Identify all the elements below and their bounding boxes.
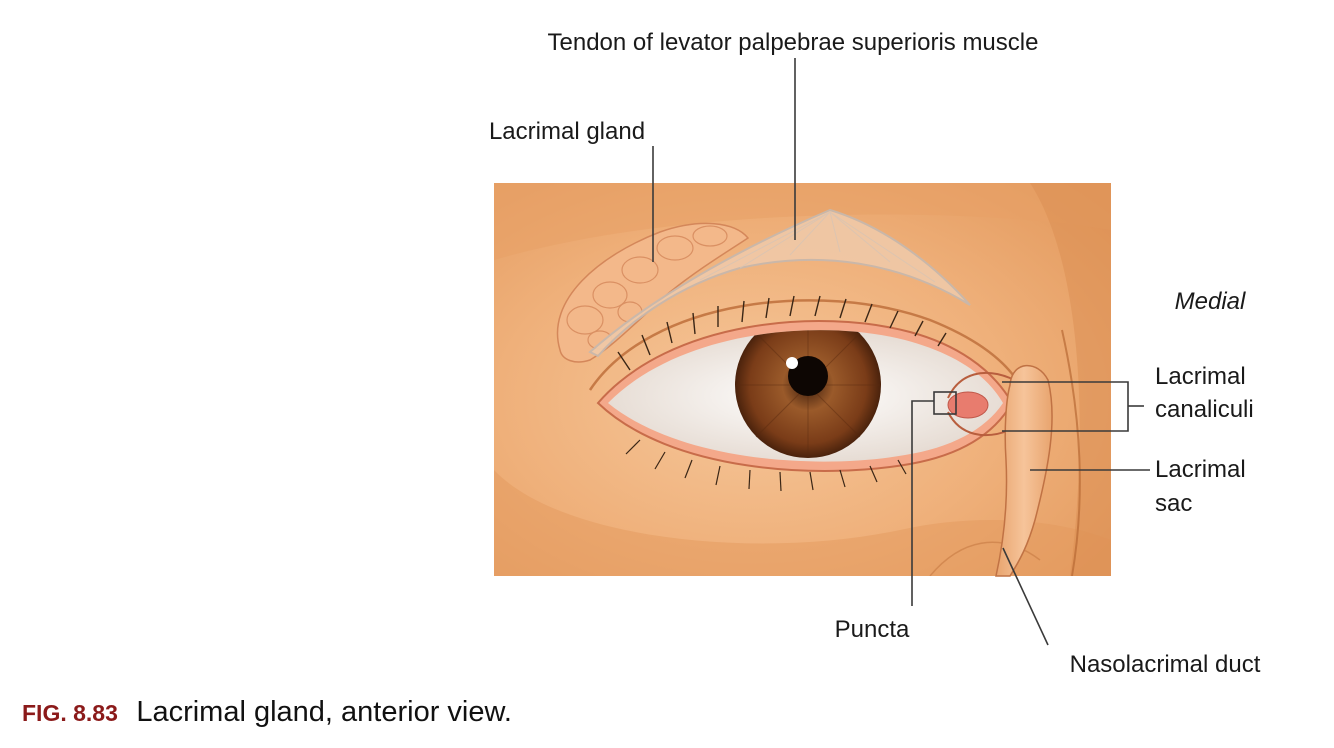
levator-tendon	[588, 208, 971, 358]
label-medial: Medial	[1175, 288, 1246, 315]
label-nasolacrimal-duct: Nasolacrimal duct	[1070, 651, 1261, 678]
label-lacrimal-gland: Lacrimal gland	[489, 118, 645, 145]
label-canaliculi-line2: canaliculi	[1155, 396, 1254, 423]
label-tendon: Tendon of levator palpebrae superioris m…	[548, 29, 1039, 56]
pupil	[788, 356, 828, 396]
lacrimal-gland	[556, 222, 750, 363]
figure-caption: FIG. 8.83 Lacrimal gland, anterior view.	[22, 696, 512, 729]
duct-leader	[1002, 547, 1049, 646]
eye	[588, 295, 1022, 492]
light-reflex	[786, 357, 798, 369]
figure-number: FIG. 8.83	[22, 700, 118, 726]
leader-lines	[652, 58, 1150, 646]
puncta-leader	[911, 400, 934, 606]
label-canaliculi-line1: Lacrimal	[1155, 363, 1246, 390]
figure-caption-text: Lacrimal gland, anterior view.	[136, 696, 512, 728]
label-sac-line1: Lacrimal	[1155, 456, 1246, 483]
lacrimal-sac	[995, 364, 1053, 577]
lacrimal-drainage	[933, 364, 1053, 577]
label-puncta: Puncta	[835, 616, 910, 643]
caruncle	[947, 391, 989, 419]
puncta-marker	[933, 391, 957, 415]
label-sac-line2: sac	[1155, 490, 1192, 517]
